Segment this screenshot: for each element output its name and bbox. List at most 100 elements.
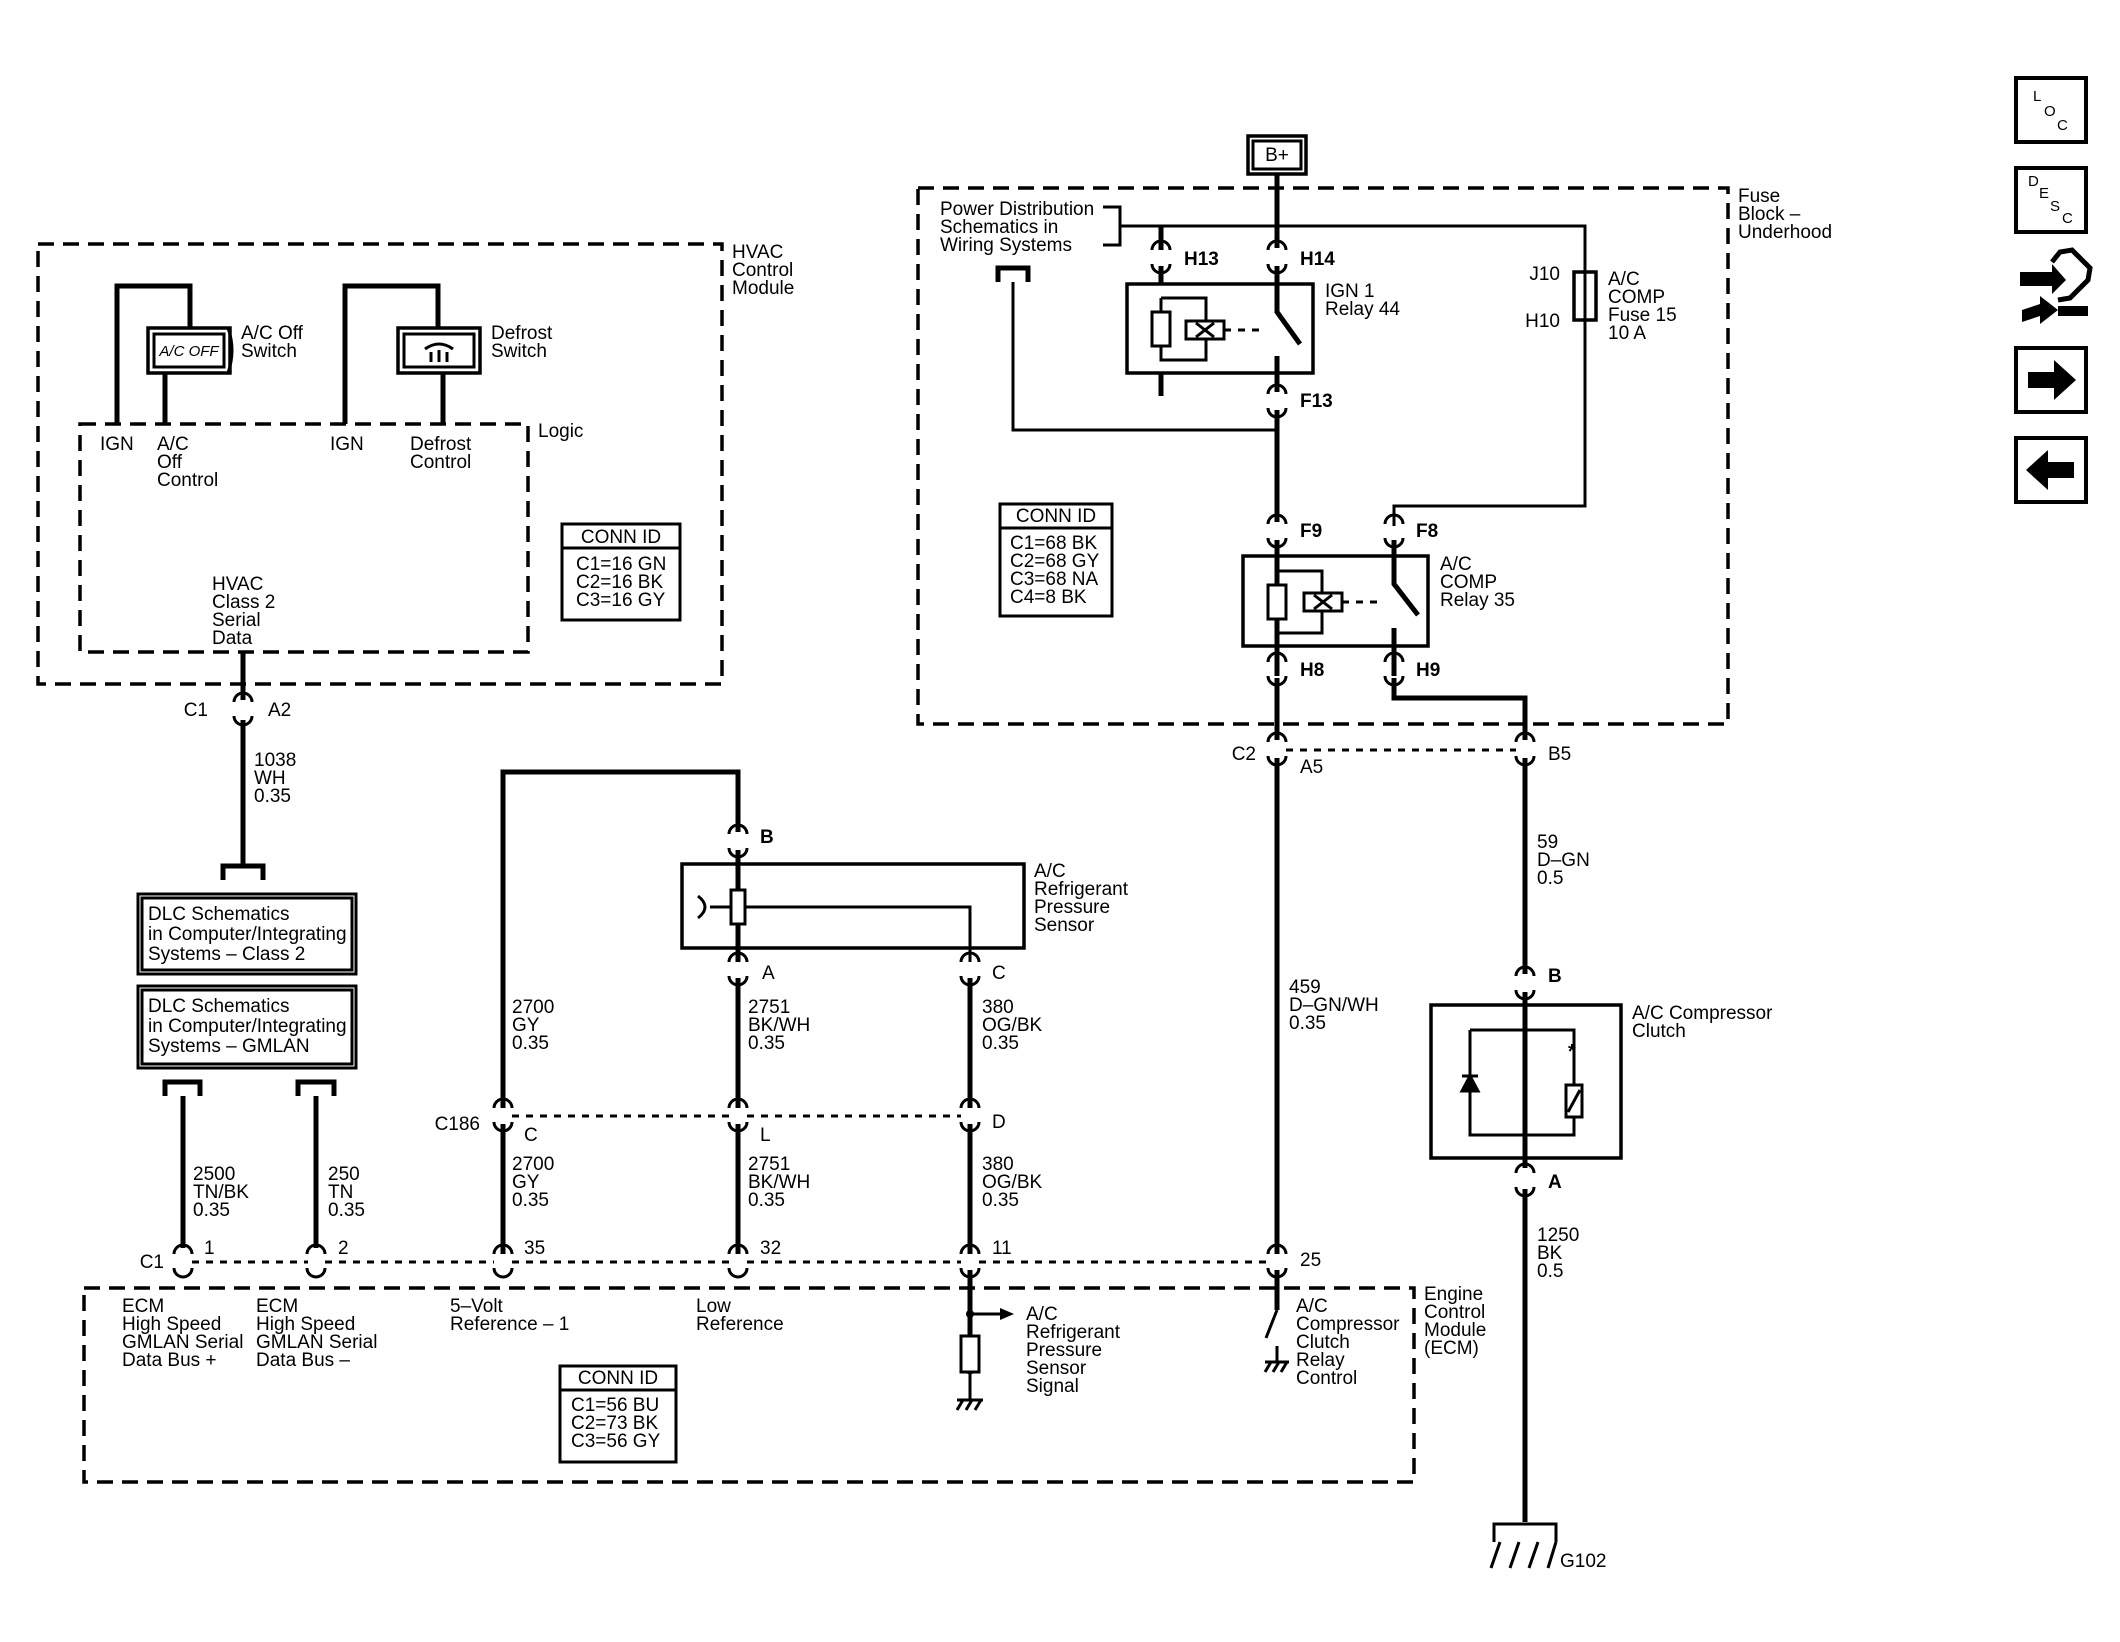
svg-text:D: D: [992, 1112, 1006, 1133]
svg-text:2751: 2751: [748, 1154, 790, 1175]
svg-text:35: 35: [524, 1238, 545, 1259]
b-plus-terminal: B+: [1246, 134, 1308, 176]
svg-text:0.35: 0.35: [982, 1190, 1019, 1211]
ac-compressor-clutch: B * A/C Compressor Clutch A: [1429, 965, 1773, 1198]
loc-button[interactable]: L O C: [2014, 76, 2088, 144]
svg-text:in Computer/Integrating: in Computer/Integrating: [148, 924, 347, 945]
svg-text:0.35: 0.35: [254, 786, 291, 807]
clutch-asterisk: *: [1568, 1041, 1576, 1063]
svg-text:Defrost: Defrost: [410, 434, 472, 455]
svg-text:0.35: 0.35: [748, 1033, 785, 1054]
svg-text:Control: Control: [157, 470, 218, 491]
svg-text:Clutch: Clutch: [1632, 1021, 1686, 1042]
svg-text:Class 2: Class 2: [212, 592, 275, 613]
svg-text:CONN ID: CONN ID: [1016, 506, 1096, 527]
svg-text:C1=16 GN: C1=16 GN: [576, 554, 666, 575]
wire-250: 250 TN 0.35: [295, 1079, 365, 1248]
ecm-c1-connector: C1 1 2 35 32 11 25: [140, 1238, 1321, 1279]
svg-text:A/C: A/C: [1440, 554, 1472, 575]
svg-text:(ECM): (ECM): [1424, 1338, 1479, 1359]
svg-text:2751: 2751: [748, 997, 790, 1018]
svg-text:Data Bus –: Data Bus –: [256, 1350, 350, 1371]
svg-text:Underhood: Underhood: [1738, 222, 1832, 243]
svg-text:Off: Off: [157, 452, 183, 473]
desc-button[interactable]: D E S C: [2014, 166, 2088, 234]
svg-text:Pressure: Pressure: [1034, 897, 1110, 918]
svg-text:High Speed: High Speed: [256, 1314, 355, 1335]
svg-text:Reference – 1: Reference – 1: [450, 1314, 569, 1335]
svg-text:Engine: Engine: [1424, 1284, 1483, 1305]
svg-text:Systems – GMLAN: Systems – GMLAN: [148, 1036, 310, 1057]
svg-text:C4=8 BK: C4=8 BK: [1010, 587, 1087, 608]
svg-text:A/C Off: A/C Off: [241, 323, 304, 344]
svg-text:IGN 1: IGN 1: [1325, 281, 1375, 302]
svg-text:0.35: 0.35: [512, 1033, 549, 1054]
svg-text:250: 250: [328, 1164, 360, 1185]
svg-text:C: C: [992, 963, 1006, 984]
ground-g102: G102: [1489, 1522, 1606, 1572]
svg-text:C1=68 BK: C1=68 BK: [1010, 533, 1097, 554]
svg-text:BK/WH: BK/WH: [748, 1015, 810, 1036]
svg-text:2: 2: [338, 1238, 349, 1259]
svg-text:CONN ID: CONN ID: [578, 1368, 658, 1389]
svg-text:B: B: [1548, 966, 1562, 987]
svg-text:OG/BK: OG/BK: [982, 1015, 1043, 1036]
svg-text:459: 459: [1289, 977, 1321, 998]
svg-text:DLC Schematics: DLC Schematics: [148, 904, 290, 925]
arrow-right-icon: [2028, 360, 2076, 400]
engine-control-module: Engine Control Module (ECM) ECM High Spe…: [82, 1270, 1486, 1484]
wire-2500: 2500 TN/BK 0.35: [162, 1079, 249, 1248]
svg-text:IGN: IGN: [330, 434, 364, 455]
svg-text:Sensor: Sensor: [1026, 1358, 1087, 1379]
next-arrow-button[interactable]: [2014, 346, 2088, 414]
svg-text:C2=68 GY: C2=68 GY: [1010, 551, 1100, 572]
svg-text:B+: B+: [1265, 145, 1289, 166]
svg-text:B5: B5: [1548, 744, 1571, 765]
svg-text:380: 380: [982, 997, 1014, 1018]
svg-text:L: L: [2033, 88, 2041, 105]
svg-text:Switch: Switch: [241, 341, 297, 362]
svg-text:DLC Schematics: DLC Schematics: [148, 996, 290, 1017]
svg-text:Data: Data: [212, 628, 253, 649]
svg-text:TN: TN: [328, 1182, 353, 1203]
svg-text:Control: Control: [1296, 1368, 1357, 1389]
ac-comp-fuse-15: J10 H10 A/C COMP Fuse 15 10 A: [1392, 264, 1677, 526]
wire-2700: 2700 GY 0.35 2700 GY 0.35: [492, 997, 554, 1254]
svg-text:380: 380: [982, 1154, 1014, 1175]
svg-text:F13: F13: [1300, 391, 1333, 412]
svg-text:A/C: A/C: [1608, 269, 1640, 290]
svg-text:HVAC: HVAC: [212, 574, 263, 595]
svg-text:C: C: [524, 1125, 538, 1146]
svg-text:Clutch: Clutch: [1296, 1332, 1350, 1353]
svg-text:Refrigerant: Refrigerant: [1034, 879, 1129, 900]
svg-text:G102: G102: [1560, 1551, 1606, 1572]
svg-text:GMLAN Serial: GMLAN Serial: [122, 1332, 243, 1353]
svg-text:Relay 35: Relay 35: [1440, 590, 1515, 611]
svg-text:A/C Compressor: A/C Compressor: [1632, 1003, 1773, 1024]
svg-text:Compressor: Compressor: [1296, 1314, 1400, 1335]
svg-text:0.35: 0.35: [1289, 1013, 1326, 1034]
prev-arrow-button[interactable]: [2014, 436, 2088, 504]
svg-text:C186: C186: [435, 1114, 480, 1135]
svg-text:Refrigerant: Refrigerant: [1026, 1322, 1121, 1343]
svg-text:Logic: Logic: [538, 421, 583, 442]
connector-tools-icon[interactable]: [2020, 247, 2093, 324]
svg-text:A/C: A/C: [157, 434, 189, 455]
ac-refrigerant-pressure-sensor: B A/C Refrigerant Pressure Sensor A C: [500, 769, 1129, 1108]
svg-text:A2: A2: [268, 700, 291, 721]
svg-text:C3=56 GY: C3=56 GY: [571, 1431, 661, 1452]
svg-text:Control: Control: [410, 452, 471, 473]
svg-text:High Speed: High Speed: [122, 1314, 221, 1335]
svg-text:H9: H9: [1416, 660, 1440, 681]
svg-text:C2=73 BK: C2=73 BK: [571, 1413, 658, 1434]
fuse-conn-id-table: CONN ID C1=68 BK C2=68 GY C3=68 NA C4=8 …: [998, 502, 1114, 618]
svg-text:0.35: 0.35: [748, 1190, 785, 1211]
svg-text:BK/WH: BK/WH: [748, 1172, 810, 1193]
svg-text:ECM: ECM: [122, 1296, 164, 1317]
svg-text:L: L: [760, 1125, 771, 1146]
svg-text:C: C: [2057, 117, 2068, 134]
svg-text:H10: H10: [1525, 311, 1560, 332]
svg-text:C: C: [2062, 210, 2073, 227]
svg-text:A/C OFF: A/C OFF: [158, 343, 219, 360]
svg-text:HVAC: HVAC: [732, 242, 783, 263]
